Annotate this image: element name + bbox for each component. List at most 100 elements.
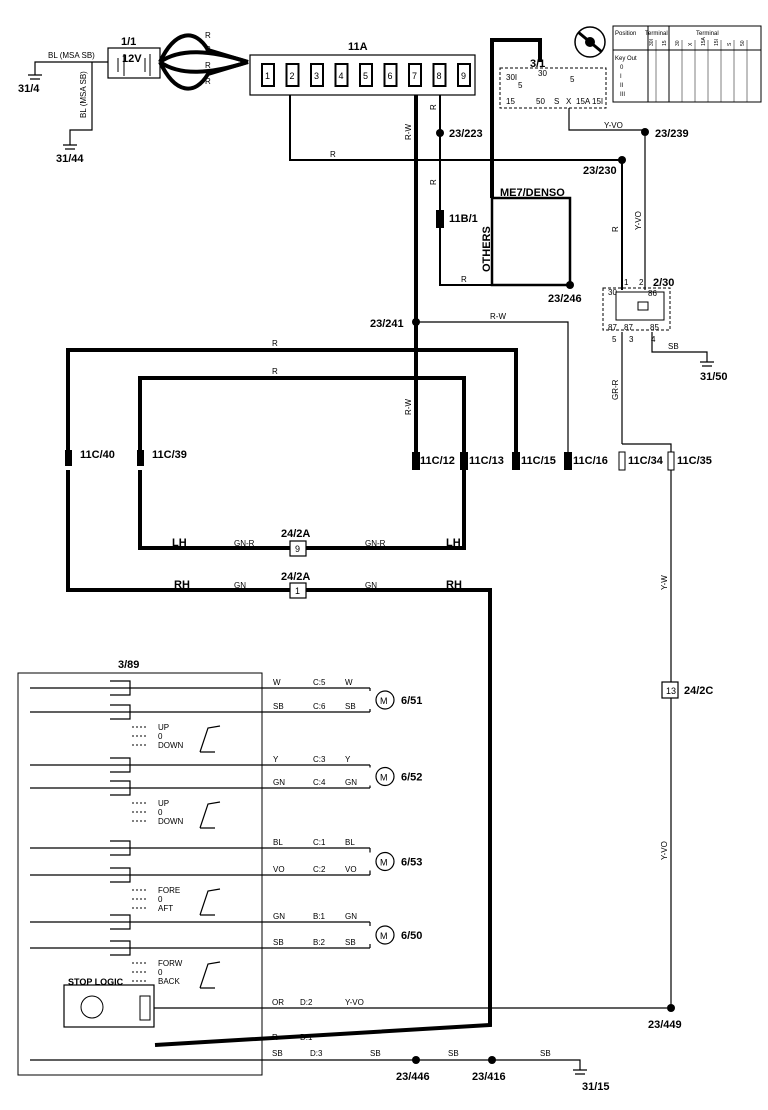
label-lh-left: LH (172, 537, 187, 549)
motor-glyph: M (380, 773, 388, 783)
wire-r-2: R (205, 45, 211, 54)
relay-p87: 87 (608, 323, 617, 332)
wire-bl-msa-2: BL (MSA SB) (79, 71, 88, 118)
battery-cable-bundle: R R R R (158, 31, 249, 91)
switch-position: 0 (158, 968, 163, 977)
wire-color: GN (345, 912, 357, 921)
wire-color: SB (273, 938, 284, 947)
ignition-position-table: Position Terminal Terminal Key Out 0IIII… (612, 25, 762, 103)
pin-9: 9 (295, 544, 300, 554)
wire-r-fuse8b: R (429, 179, 438, 185)
ground-31-15: 31/15 (582, 1081, 610, 1093)
pin-d1: D:1 (300, 1033, 313, 1042)
fuse-box-id: 11A (348, 41, 368, 53)
wire-color: VO (273, 865, 285, 874)
switch-position: DOWN (158, 741, 184, 750)
pin-13: 13 (666, 686, 676, 696)
fuse-11a-label: 2 (290, 71, 295, 81)
wire-r-1: R (205, 31, 211, 40)
connector-24-2a-rh: 24/2A (281, 571, 310, 583)
switch-position: BACK (158, 977, 180, 986)
pin-label: C:4 (313, 778, 326, 787)
splice-23-449: 23/449 (648, 1019, 682, 1031)
relay-pin5: 5 (612, 335, 617, 344)
switch-position: DOWN (158, 817, 184, 826)
table-row-label: I (620, 74, 622, 80)
pin-label: C:2 (313, 865, 326, 874)
relay-id: 2/30 (653, 277, 674, 289)
battery: 1/1 12V (107, 36, 161, 79)
wire-r-d1: R (272, 1033, 278, 1042)
ign-t15a: 15A (576, 97, 591, 106)
splice-23-230: 23/230 (583, 165, 617, 177)
fuse-11a-label: 3 (314, 71, 319, 81)
wire-sb-2: SB (370, 1049, 381, 1058)
motor-icon (375, 851, 395, 872)
table-col-label: S (727, 42, 733, 46)
seat-icon (199, 961, 221, 989)
fuse-11a-3 (310, 63, 324, 87)
fuse-11a-6 (383, 63, 398, 87)
connector-11b1 (436, 210, 444, 228)
fuse-11c-35: 11C/35 (677, 455, 712, 467)
motor-id: 6/53 (401, 857, 422, 869)
motor-glyph: M (380, 858, 388, 868)
connector-24-2a-lh: 24/2A (281, 528, 310, 540)
relay-pin4: 4 (651, 335, 656, 344)
wire-sb-1: SB (272, 1049, 283, 1058)
splice-dot (436, 129, 444, 137)
ignition-switch-box (499, 67, 607, 109)
wire-rw-1: R-W (404, 124, 413, 140)
fuse-11c-13: 11C/13 (469, 455, 504, 467)
relay-p86: 86 (648, 289, 657, 298)
battery-voltage: 12V (122, 53, 142, 65)
wire-sb-3: SB (448, 1049, 459, 1058)
table-row-label: 0 (620, 65, 624, 71)
ground-31-4: 31/4 (18, 83, 40, 95)
wire-r-4: R (205, 77, 211, 86)
ground-31-50: 31/50 (700, 371, 728, 383)
fuse-11a-label: 5 (363, 71, 368, 81)
ign-tx: X (566, 97, 572, 106)
wire-color: GN (345, 778, 357, 787)
wire-color: VO (345, 865, 357, 874)
motor-glyph: M (380, 931, 388, 941)
fuse-11a-9 (457, 63, 471, 87)
splice-23-239: 23/239 (655, 128, 689, 140)
wire-gn-2: GN (365, 581, 377, 590)
ecm-others: OTHERS (481, 226, 493, 272)
wire-yvo-4: Y-VO (345, 998, 364, 1007)
wire-color: SB (345, 938, 356, 947)
motor-glyph: M (380, 696, 388, 706)
switch-position: 0 (158, 808, 163, 817)
wire-or: OR (272, 998, 284, 1007)
fuse-11a-label: 8 (437, 71, 442, 81)
table-row-label: II (620, 83, 624, 89)
fuse-11c-16: 11C/16 (573, 455, 608, 467)
ecm-box (490, 196, 572, 287)
wire-rw-2: R-W (404, 399, 413, 415)
pin-label: B:1 (313, 912, 326, 921)
relay-pin3: 3 (629, 335, 634, 344)
wire-r-11c39: R (272, 367, 278, 376)
seat-module-3-89 (17, 672, 263, 1076)
motor-id: 6/50 (401, 930, 422, 942)
pin-label: C:6 (313, 702, 326, 711)
table-col-label: 15I (714, 39, 720, 46)
table-col-label: 15 (662, 40, 668, 46)
transistor-icon (80, 995, 104, 1019)
wire-r-fuse2: R (330, 150, 336, 159)
wire-sb-4: SB (540, 1049, 551, 1058)
wire-yvo-3: Y-VO (660, 841, 669, 860)
wire-gn-1: GN (234, 581, 246, 590)
fuse-11a-2 (285, 63, 300, 87)
wire-color: Y (345, 755, 351, 764)
fuse-11a-label: 9 (461, 71, 466, 81)
connector-24-2c-label: 24/2C (684, 685, 713, 697)
wire-color: GN (273, 912, 285, 921)
relay-pin1: 1 (624, 278, 629, 287)
motor-icon (375, 925, 395, 945)
switch-position: UP (158, 723, 169, 732)
wire-r-3: R (205, 61, 211, 70)
